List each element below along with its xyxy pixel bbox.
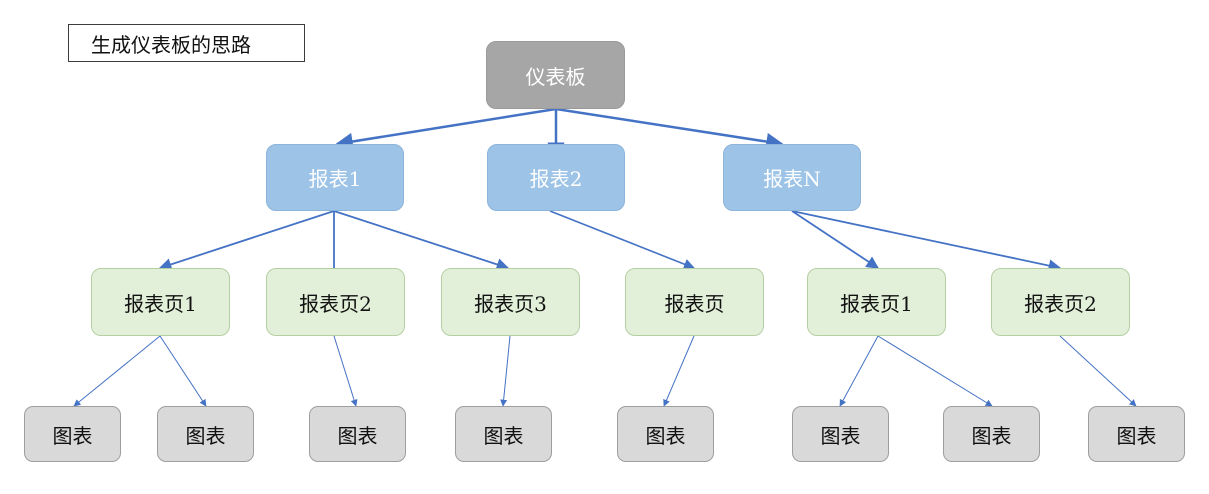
report-page-node-4: 报表页 bbox=[625, 268, 764, 336]
edge-page4-chart6 bbox=[839, 335, 879, 407]
edge-page4-chart7 bbox=[877, 335, 993, 407]
edge-page1-chart2 bbox=[159, 335, 207, 407]
chart-node-6: 图表 bbox=[792, 406, 889, 462]
chart-node-2: 图表 bbox=[157, 406, 254, 462]
edge-root-report1 bbox=[335, 107, 557, 151]
chart-node-1: 图表 bbox=[24, 406, 121, 462]
edge-page1-chart1 bbox=[73, 335, 161, 407]
report-page-node-5: 报表页1 bbox=[807, 268, 946, 336]
chart-node-8: 图表 bbox=[1088, 406, 1185, 462]
report-page-node-6: 报表页2 bbox=[991, 268, 1130, 336]
edge-report2-page bbox=[549, 210, 696, 270]
edge-page-chart5 bbox=[663, 335, 695, 407]
edge-page5-chart8 bbox=[1059, 335, 1137, 407]
edge-reportn-page2 bbox=[791, 210, 1062, 272]
chart-node-4: 图表 bbox=[455, 406, 552, 462]
diagram-title: 生成仪表板的思路 bbox=[68, 24, 305, 62]
report-page-node-1: 报表页1 bbox=[91, 268, 230, 336]
report-node-n: 报表N bbox=[723, 144, 861, 211]
chart-node-3: 图表 bbox=[309, 406, 406, 462]
edge-reportn-page1 bbox=[791, 210, 880, 269]
chart-node-7: 图表 bbox=[943, 406, 1040, 462]
edge-page3-chart4 bbox=[500, 335, 511, 407]
chart-node-5: 图表 bbox=[617, 406, 714, 462]
edge-root-reportn bbox=[555, 107, 784, 151]
report-node-1: 报表1 bbox=[266, 144, 404, 211]
report-node-2: 报表2 bbox=[487, 144, 625, 211]
dashboard-node: 仪表板 bbox=[486, 41, 625, 109]
report-page-node-3: 报表页3 bbox=[441, 268, 580, 336]
edge-report1-page3 bbox=[333, 210, 510, 271]
edge-page2-chart3 bbox=[333, 335, 358, 407]
edge-report1-page1 bbox=[158, 210, 335, 271]
report-page-node-2: 报表页2 bbox=[266, 268, 405, 336]
